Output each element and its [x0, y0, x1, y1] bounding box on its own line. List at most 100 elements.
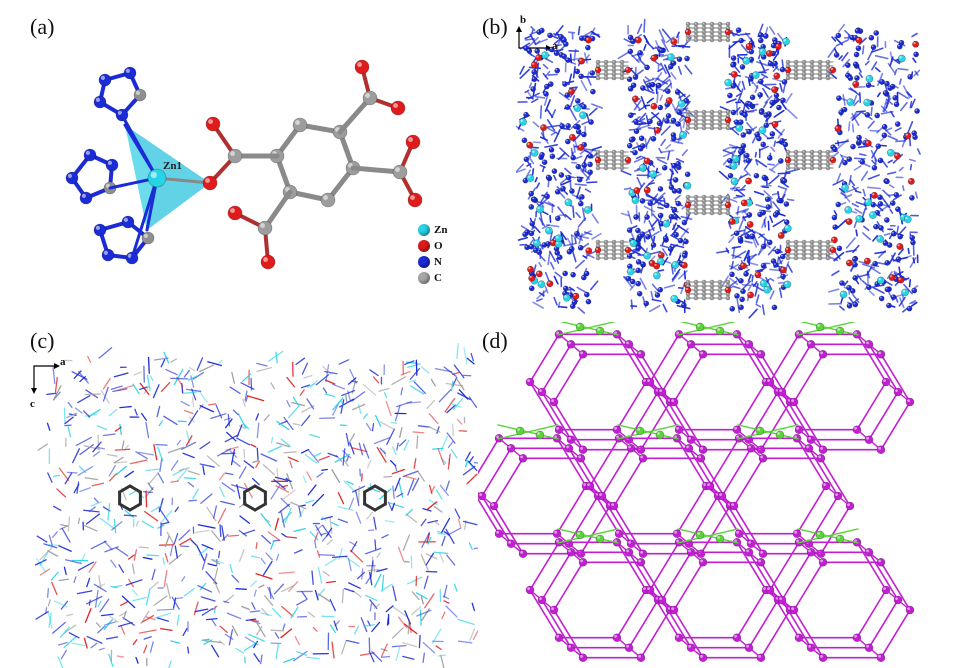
wire-bond	[87, 355, 92, 363]
framework-bond	[874, 251, 886, 255]
c-atom	[595, 59, 601, 65]
framework-bond	[652, 213, 658, 220]
wire-bond	[276, 442, 290, 448]
wire-bond	[331, 641, 335, 659]
o-atom	[739, 262, 747, 270]
net-edge	[736, 541, 767, 591]
n-atom	[746, 128, 752, 135]
atom-highlight	[694, 296, 696, 298]
atom-highlight	[781, 285, 784, 288]
net-node-green	[715, 326, 725, 336]
wire-bond	[345, 394, 348, 402]
net-node-green	[835, 534, 845, 544]
wire-bond	[190, 375, 195, 388]
atom-highlight	[734, 231, 737, 234]
atom-highlight	[726, 126, 728, 128]
wire-bond	[350, 541, 358, 553]
framework-bond	[851, 202, 860, 208]
n-atom	[580, 274, 587, 281]
wire-bond	[75, 436, 93, 446]
atom-highlight	[854, 426, 857, 430]
framework-bond	[542, 224, 550, 230]
net-edge	[649, 541, 680, 591]
wire-bond	[244, 390, 248, 401]
net-edge	[721, 495, 752, 545]
net-edge	[793, 353, 824, 403]
framework-bond	[623, 187, 631, 191]
atom-highlight	[736, 125, 740, 129]
wire-bond	[374, 539, 377, 551]
c-atom	[809, 161, 815, 167]
framework-bond	[651, 298, 662, 302]
atom-highlight	[627, 143, 630, 146]
c-atom	[709, 21, 715, 27]
zn-atom	[730, 177, 739, 186]
c-atom	[793, 161, 799, 167]
wire-bond	[445, 480, 450, 491]
c-atom	[693, 109, 699, 115]
net-node-magenta	[758, 549, 768, 559]
wire-bond	[129, 459, 148, 465]
framework-bond	[550, 131, 557, 136]
atom-highlight	[771, 43, 774, 46]
zn-atom	[758, 126, 767, 135]
framework-bond	[756, 61, 769, 67]
atom-highlight	[826, 76, 828, 79]
atom-highlight	[685, 172, 688, 175]
c-atom	[785, 239, 791, 245]
c-atom	[701, 283, 707, 289]
wire-bond	[64, 472, 73, 485]
wire-bond	[379, 421, 395, 430]
wire-bond	[443, 600, 450, 604]
framework-bond	[871, 47, 884, 53]
n-atom	[523, 156, 530, 163]
wire-bond	[169, 544, 174, 557]
wire-bond	[276, 467, 279, 483]
net-edge	[781, 599, 812, 649]
atom-highlight	[205, 178, 210, 183]
atom-highlight	[702, 280, 704, 282]
imidazole-atom	[133, 88, 147, 102]
framework-bond	[528, 82, 533, 89]
wire-bond	[404, 475, 417, 480]
framework-bond	[734, 65, 741, 73]
wire-bond	[292, 422, 301, 426]
wire-bond	[184, 477, 197, 480]
net-edge	[808, 495, 839, 545]
n-atom	[878, 295, 885, 302]
atom-highlight	[817, 532, 820, 535]
atom-highlight	[566, 175, 569, 178]
framework-bond	[872, 235, 878, 242]
wire-bond	[221, 533, 229, 542]
atom-highlight	[783, 38, 787, 42]
n-atom	[549, 153, 556, 160]
atom-highlight	[729, 219, 733, 222]
framework-bond	[909, 257, 917, 268]
atom-highlight	[818, 158, 820, 160]
wire-bond	[104, 621, 117, 626]
wire-bond	[47, 472, 53, 483]
atom-highlight	[586, 45, 588, 48]
net-edge-green	[617, 424, 679, 440]
wire-bond	[402, 655, 415, 660]
atom-highlight	[546, 175, 549, 178]
atom-highlight	[826, 166, 828, 168]
net-node-magenta	[489, 501, 499, 511]
wire-bond	[306, 471, 312, 481]
atom-highlight	[697, 324, 700, 327]
n-atom	[780, 97, 786, 104]
imidazole-atom	[93, 95, 107, 109]
legend-n-swatch	[418, 256, 430, 268]
net-edge	[649, 381, 680, 431]
wire-bond	[111, 521, 123, 531]
net-edge	[880, 401, 911, 451]
c-atom	[701, 287, 707, 293]
atom-highlight	[895, 122, 898, 125]
framework-bond	[730, 127, 740, 136]
atom-highlight	[580, 559, 583, 563]
atom-highlight	[847, 285, 850, 288]
atom-highlight	[522, 138, 525, 141]
framework-bond	[536, 289, 548, 300]
n-atom	[671, 188, 678, 194]
wire-bond	[203, 639, 213, 645]
